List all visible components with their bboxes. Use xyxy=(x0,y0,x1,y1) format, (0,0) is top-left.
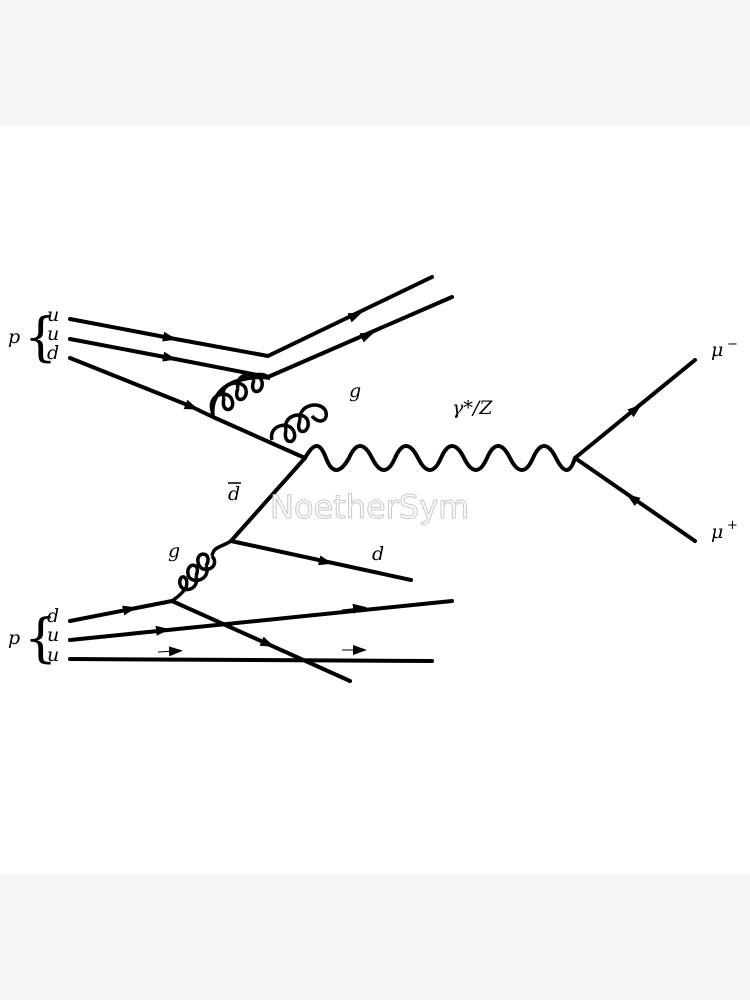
bottom-quark-1: d xyxy=(47,605,59,627)
bottom-quark-3: u xyxy=(47,644,59,666)
muon-plus-label: μ xyxy=(711,521,723,543)
muon-minus-line xyxy=(573,358,697,460)
gluon-top-label: g xyxy=(349,380,361,402)
bottom-d-line xyxy=(68,599,352,683)
gluon-loop xyxy=(221,381,248,402)
top-gluon-loops xyxy=(209,372,272,414)
gluon-bottom-label: g xyxy=(168,540,180,562)
arrow-mark xyxy=(621,404,642,421)
bottom-margin xyxy=(0,875,750,1000)
bottom-proton-lines xyxy=(68,599,454,683)
outgoing-d-label: d xyxy=(372,543,384,565)
gluon-loop xyxy=(186,563,209,583)
top-margin xyxy=(0,0,750,125)
arrow-mark xyxy=(341,603,367,614)
top-d-line xyxy=(68,356,307,460)
bottom-quark-2: u xyxy=(47,624,59,646)
gluon-loop xyxy=(170,586,188,603)
boson-label: γ*/Z xyxy=(452,397,493,419)
gluon-loop xyxy=(209,392,235,414)
bottom-proton-brace: { xyxy=(24,609,57,669)
outgoing-gluon-top xyxy=(269,403,328,444)
watermark: NoetherSym xyxy=(270,488,469,526)
top-proton-arrows xyxy=(149,312,375,410)
arrow-mark xyxy=(626,494,649,510)
gluon-loop xyxy=(196,552,217,572)
diagram-canvas xyxy=(0,125,750,875)
gluon-loop xyxy=(210,539,232,557)
gluon-loop xyxy=(298,403,328,423)
top-proton-lines xyxy=(68,275,454,460)
antiquark-label: d xyxy=(228,483,240,505)
bottom-u2-line xyxy=(68,657,434,663)
arrow-mark xyxy=(351,332,375,343)
bottom-u1-line xyxy=(68,599,454,642)
gluon-loop xyxy=(269,423,297,444)
gluon-loop xyxy=(178,575,199,592)
arrow-mark xyxy=(111,605,137,616)
arrow-mark xyxy=(309,555,333,566)
top-u1-line xyxy=(68,275,434,358)
top-proton-brace: { xyxy=(24,308,57,368)
arrow-mark xyxy=(174,399,199,410)
arrow-mark xyxy=(144,625,170,636)
gluon-loop xyxy=(283,413,310,434)
top-proton-label: p xyxy=(8,326,20,348)
top-u2-line xyxy=(68,295,454,379)
arrow-mark xyxy=(339,312,363,323)
top-quark-3: d xyxy=(47,342,59,364)
muon-lines xyxy=(573,358,697,543)
muon-minus-label: μ xyxy=(711,339,723,361)
arrow-mark xyxy=(251,636,275,647)
gluon-loop xyxy=(252,372,272,381)
gluon-loop xyxy=(236,372,264,394)
top-quark-1: u xyxy=(47,304,59,326)
muon-plus-charge: + xyxy=(727,518,738,533)
arrow-mark xyxy=(149,351,177,362)
muon-minus-charge: − xyxy=(727,337,738,352)
top-quark-2: u xyxy=(47,323,59,345)
antiquark-line xyxy=(229,456,307,543)
arrow-mark xyxy=(157,646,183,657)
boson-propagator xyxy=(303,444,577,472)
arrow-mark xyxy=(149,331,177,342)
lower-gluon-loops xyxy=(170,539,232,603)
bottom-proton-arrows xyxy=(111,603,367,657)
bottom-proton-label: p xyxy=(8,627,20,649)
